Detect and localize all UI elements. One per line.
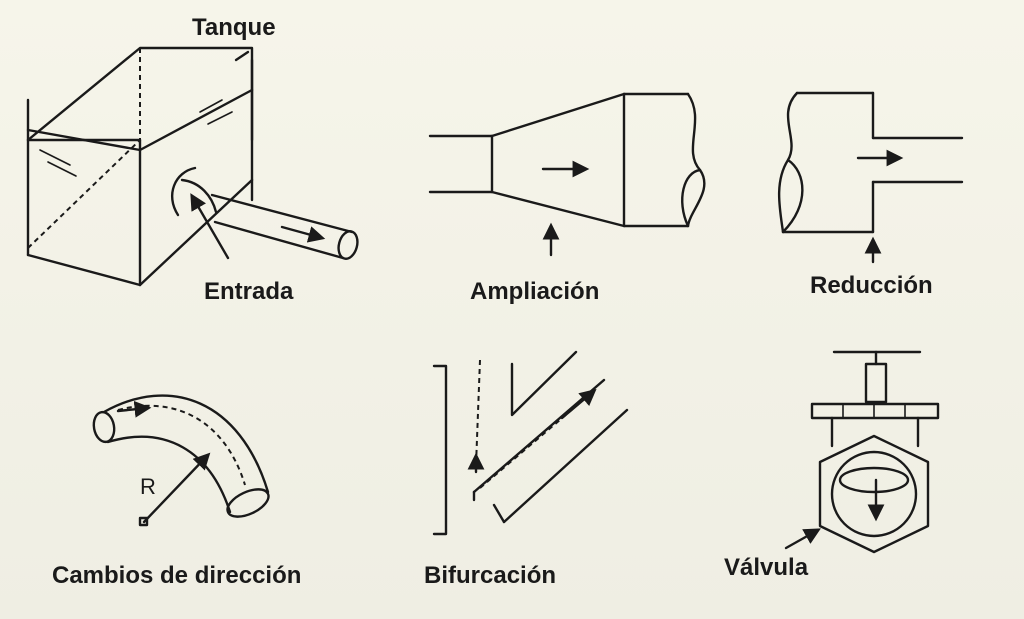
expansion-illustration [428, 92, 706, 257]
label-bifurcacion: Bifurcación [424, 562, 557, 589]
contraction-illustration [777, 91, 964, 264]
label-cambios-de-direccion: Cambios de dirección [52, 562, 302, 589]
branch-illustration [432, 350, 629, 536]
valve-illustration [784, 350, 940, 554]
bend-illustration [92, 394, 270, 527]
label-entrada: Entrada [204, 278, 294, 305]
label-tanque: Tanque [192, 14, 276, 41]
tank-illustration [26, 46, 359, 287]
label-ampliacion: Ampliación [470, 278, 600, 305]
label-radius: R [140, 474, 156, 499]
label-valvula: Válvula [724, 554, 809, 581]
label-reduccion: Reducción [810, 272, 933, 299]
